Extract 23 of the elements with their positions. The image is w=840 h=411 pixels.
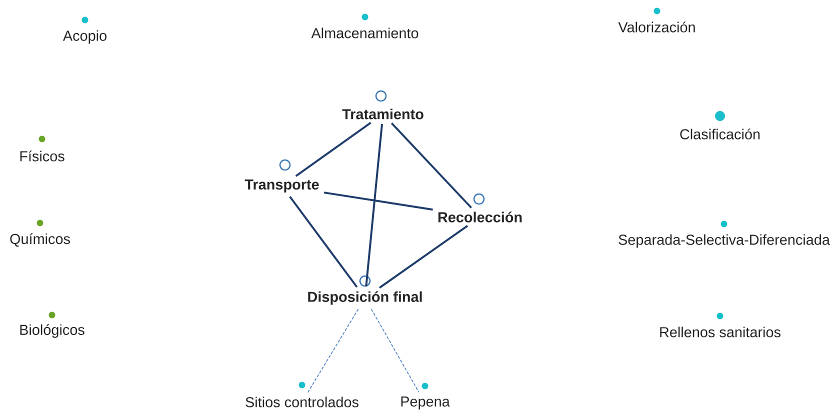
connector-line <box>289 196 358 288</box>
connector-line <box>295 122 372 177</box>
node-label: Sitios controlados <box>246 396 358 408</box>
node-label: Tratamiento <box>342 108 424 120</box>
node-label: Disposición final <box>308 291 422 305</box>
connector-line <box>324 192 433 211</box>
node-label: Clasificación <box>680 128 760 140</box>
node-label: Pepena <box>401 396 450 410</box>
connector-line <box>307 308 359 393</box>
node-label: Transporte <box>244 180 319 192</box>
connector-line <box>378 224 468 289</box>
node-label: Recolección <box>438 212 522 222</box>
node-label: Biológicos <box>20 324 84 338</box>
connector-line <box>365 124 384 287</box>
node-label: Rellenos sanitarios <box>660 326 780 338</box>
node-label: Valorización <box>618 22 695 32</box>
connector-line <box>370 308 420 393</box>
node-label: Acopio <box>62 30 106 44</box>
node-label: Separada-Selectiva-Diferenciada <box>618 234 830 248</box>
node-label: Almacenamiento <box>311 28 418 38</box>
connector-line <box>390 122 472 208</box>
node-label: Químicos <box>10 233 70 247</box>
node-label: Físicos <box>20 150 64 162</box>
